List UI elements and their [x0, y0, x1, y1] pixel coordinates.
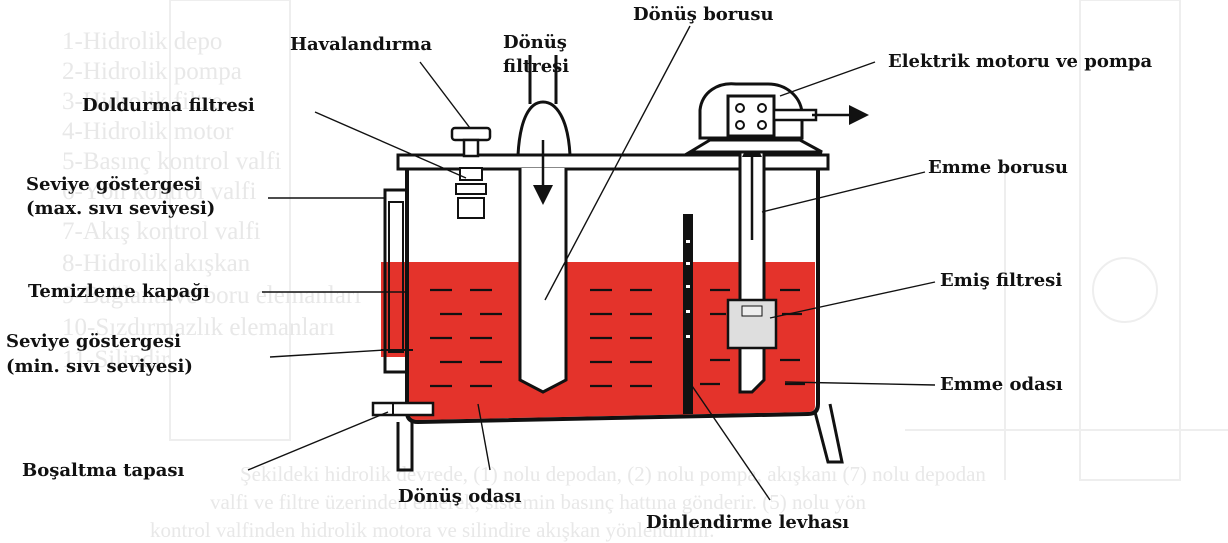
baffle-mark [686, 310, 690, 313]
breather-stem [462, 138, 480, 158]
label-emme-borusu: Emme borusu [928, 157, 1068, 178]
ghost-motor [1092, 257, 1158, 323]
label-havalandirma: Havalandırma [290, 34, 432, 55]
filler-filter-bottom [457, 197, 485, 219]
ghost-paragraph-line: Şekildeki hidrolik devrede, (1) nolu dep… [240, 462, 986, 486]
pressure-outlet-pipe [772, 108, 818, 122]
ghost-paragraph-line: kontrol valfinden hidrolik motora ve sil… [150, 518, 715, 542]
pump-bolt [735, 103, 745, 113]
tank-leg-right [813, 403, 844, 464]
leader-dinlendirme-levhasi [687, 379, 771, 501]
ghost-paragraph-line: valfi ve filtre üzerinden emerek, sistem… [210, 490, 867, 514]
label-donus-odasi: Dönüş odası [398, 486, 522, 507]
label-dinlendirme-levhasi: Dinlendirme levhası [646, 512, 850, 533]
label-donus-borusu: Dönüş borusu [633, 4, 774, 25]
leader-havalandirma [419, 61, 471, 129]
tank-lid [396, 153, 830, 171]
label-emis-filtresi: Emiş filtresi [940, 270, 1063, 291]
return-pipe [518, 168, 568, 394]
hydraulic-fluid [407, 262, 815, 420]
breather-cap [450, 126, 492, 142]
ghost-list-item: 8-Hidrolik akışkan [62, 250, 251, 277]
baffle-mark [686, 285, 690, 288]
ghost-list-item: 7-Akış kontrol valfi [62, 218, 261, 245]
baffle-mark [686, 335, 690, 338]
fluid-dashes [430, 288, 805, 388]
leader-donus-odasi [477, 403, 491, 471]
baffle-mark [686, 240, 690, 243]
leader-elektrik-motoru [779, 61, 876, 97]
filler-filter-top [459, 167, 483, 181]
leader-bosaltma-tapasi [247, 411, 389, 471]
motor-mount [684, 138, 823, 154]
pump-bolt [757, 103, 767, 113]
suction-filter-core [741, 305, 763, 317]
ghost-list-item: 6-Yön kontrol valfi [62, 178, 257, 205]
filler-filter-mid [455, 183, 487, 195]
ghost-list-item: 5-Basınç kontrol valfi [62, 148, 282, 175]
level-gauge-tube [388, 201, 404, 353]
label-seviye-min-1: Seviye göstergesi [6, 331, 181, 352]
return-filter-housing [516, 100, 572, 157]
label-seviye-min-2: (min. sıvı seviyesi) [6, 356, 193, 377]
ghost-list-item: 2-Hidrolik pompa [62, 58, 242, 85]
tank-leg-left [396, 420, 414, 472]
leader-donus-borusu [544, 25, 691, 301]
drain-plug [371, 401, 435, 417]
label-temizleme-kapagi: Temizleme kapağı [28, 281, 210, 302]
leader-emme-borusu [761, 171, 926, 213]
label-elektrik-motoru: Elektrik motoru ve pompa [888, 51, 1153, 72]
label-seviye-max-2: (max. sıvı seviyesi) [26, 198, 216, 219]
ghost-list-item: 3-Hidrolik filtre [62, 88, 223, 115]
label-doldurma-filtresi: Doldurma filtresi [82, 95, 255, 116]
level-gauge-frame [383, 188, 407, 374]
label-bosaltma-tapasi: Boşaltma tapası [22, 460, 185, 481]
leader-doldurma-filtresi [314, 111, 467, 179]
ghost-list-item: 1-Hidrolik depo [62, 28, 223, 55]
leader-emis-filtresi [769, 281, 936, 319]
ghost-list-item: 4-Hidrolik motor [62, 118, 234, 145]
pump-bolt [757, 120, 767, 130]
ghost-list-item: 11-Silindir [62, 346, 170, 373]
baffle-plate [683, 214, 693, 414]
label-donus-filtresi-1: Dönüş [503, 32, 567, 53]
ghost-frame-left [169, 0, 291, 441]
ghost-frame-right [1079, 0, 1181, 481]
pump-block [726, 94, 776, 138]
ghost-list-item: 10-Sızdırmazlık elemanları [62, 314, 335, 341]
pump-bolt [735, 120, 745, 130]
label-donus-filtresi-2: filtresi [503, 56, 570, 77]
baffle-mark [686, 262, 690, 265]
leader-seviye-min [269, 349, 386, 358]
ghost-list-item: 9-Bağlantı ve boru elemanları [62, 282, 362, 309]
leader-emme-odasi [784, 381, 936, 386]
leader-lines [247, 25, 936, 501]
label-seviye-max-1: Seviye göstergesi [26, 174, 201, 195]
label-emme-odasi: Emme odası [940, 374, 1063, 395]
